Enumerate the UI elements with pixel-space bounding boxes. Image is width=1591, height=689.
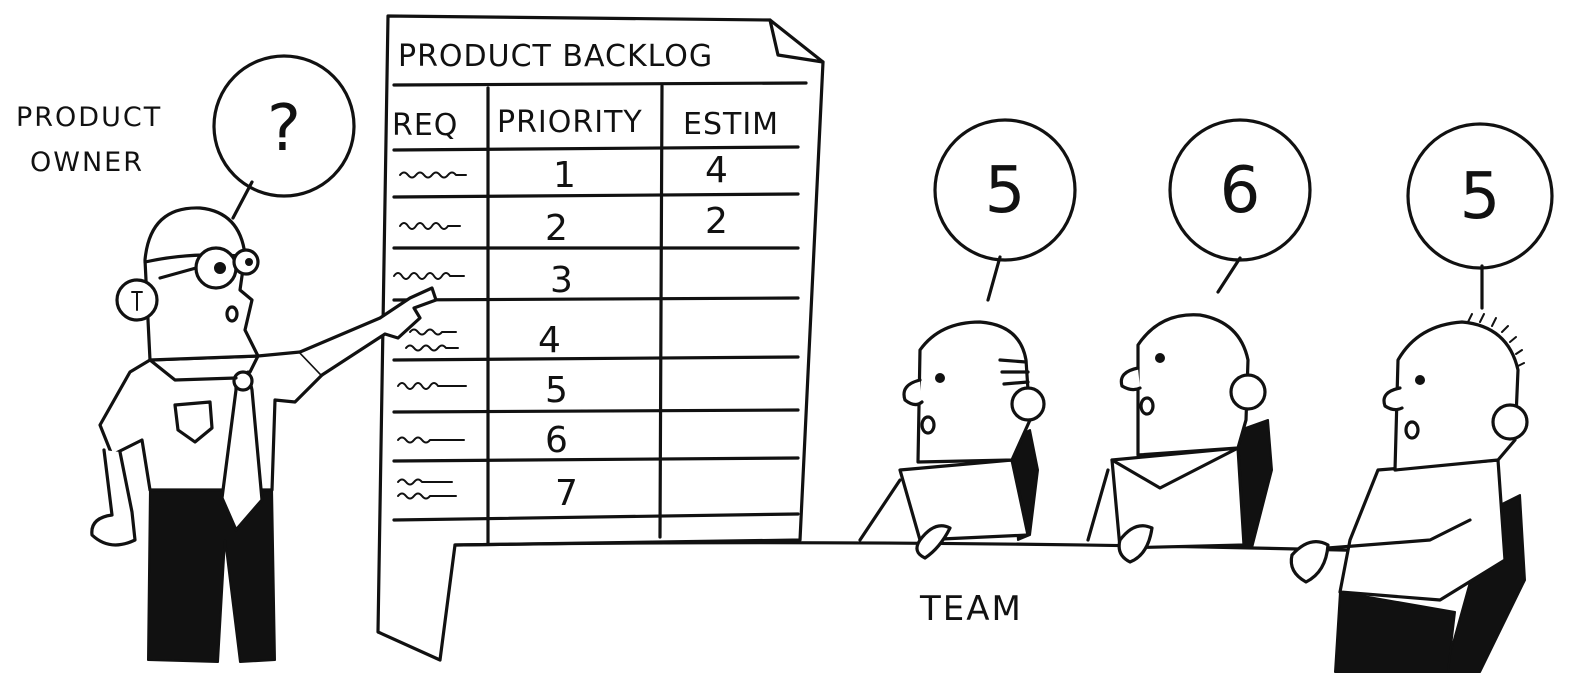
req-scribble [405,328,459,352]
nose [1119,366,1142,392]
table-row: 7 [555,473,578,514]
priority-cell: 4 [538,320,561,361]
eye [935,373,945,383]
team-member-estimate: 6 [1220,154,1261,228]
hair-stubble [1467,313,1525,367]
priority-cell: 3 [550,260,573,301]
eye [214,262,226,274]
collar [148,354,260,382]
product-owner-label-line2: OWNER [30,147,144,178]
estimate-cell: 2 [705,201,728,242]
nose [1382,386,1404,412]
estimate-bubble-tail [986,255,1002,302]
eye [1155,353,1165,363]
backlog-title: PRODUCT BACKLOG [398,39,713,74]
head [916,320,1032,464]
team-member-estimate: 5 [985,154,1026,228]
column-divider-2 [658,84,664,539]
head [1393,320,1520,472]
priority-cell: 5 [545,370,568,411]
hair-stubble [998,358,1030,386]
eye [245,258,253,266]
thought-bubble-tail [231,180,254,220]
estimate-bubble [933,118,1077,262]
priority-cell: 7 [555,473,578,514]
estimate-cell: 4 [705,150,728,191]
table-row-rule [392,512,800,522]
table-row: 1 4 [553,150,728,196]
table-top-rule [392,81,808,87]
table-row-rule [392,296,800,302]
head [1136,313,1250,457]
arm-pointing [298,286,438,377]
mouth [920,415,936,435]
mouth [1404,420,1420,440]
req-scribble [397,382,467,390]
req-scribble [399,222,461,230]
hand [915,524,952,560]
ear [1229,373,1267,411]
paper-dog-ear [768,18,825,64]
req-scribble [397,478,457,500]
collar [1110,446,1240,490]
req-scribble [393,272,465,280]
torso [898,458,1030,542]
table-row: 6 [545,420,568,461]
req-scribble [399,171,467,179]
table-row: 3 [550,260,573,301]
product-owner-figure: PRODUCT OWNER ? [16,54,438,663]
ear [1010,386,1046,422]
req-scribble [397,436,465,444]
product-owner-label-line1: PRODUCT [16,102,162,133]
table-row: 5 [545,370,568,411]
estimate-bubble [1406,122,1554,270]
team-member-2: 6 [1086,118,1312,564]
glasses-arm [158,266,198,280]
team-member-estimate: 5 [1460,160,1501,234]
priority-cell: 2 [545,208,568,249]
trousers [1334,591,1456,673]
arm [858,478,902,542]
team-member-1: 5 [858,118,1077,560]
nose [902,378,924,407]
arm [1086,468,1110,542]
tie-knot [232,370,254,392]
trousers [147,487,276,663]
table-row-rule [392,192,800,199]
team-label: TEAM [919,589,1023,629]
ear [1491,403,1529,441]
column-header-req: REQ [392,108,458,143]
table-row-rule [392,408,800,414]
ear-detail [131,291,143,311]
table-row-rule [392,355,800,362]
left-hand [90,448,137,547]
column-header-estim: ESTIM [683,107,779,142]
shirt-pocket [173,400,214,444]
priority-cell: 6 [545,420,568,461]
estimate-bubble-tail [1216,256,1242,294]
hand [1289,540,1330,584]
table-row: 2 2 [545,201,728,249]
table-row-rule [392,145,800,152]
thought-bubble [212,54,356,198]
table-row-rule [392,456,800,463]
arm [1326,518,1472,550]
mouth [1139,396,1155,416]
mouth [225,305,239,323]
thought-question-mark: ? [267,92,301,166]
column-header-priority: PRIORITY [497,105,643,140]
priority-cell: 1 [553,155,576,196]
hand [1117,524,1154,564]
product-backlog-sheet: PRODUCT BACKLOG REQ PRIORITY ESTIM 1 4 2… [376,14,825,662]
table-row: 4 [538,320,561,361]
eye [1415,375,1425,385]
team-member-3: 5 [1289,122,1554,673]
